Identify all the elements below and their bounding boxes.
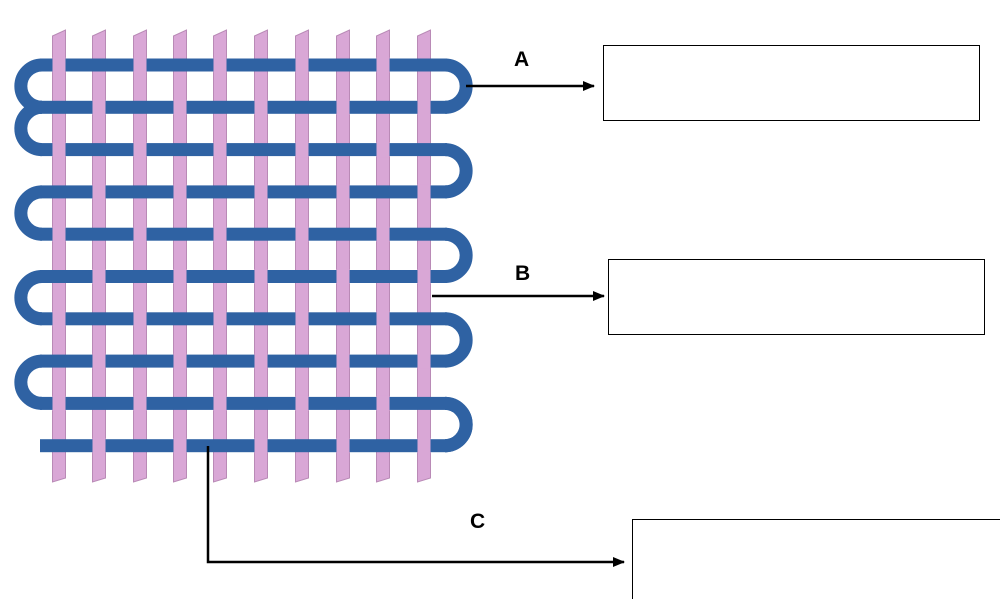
weft-loop-group <box>14 58 473 453</box>
warp-thread <box>295 29 309 483</box>
warp-over-crossing <box>173 99 187 115</box>
warp-over-crossing <box>133 142 147 158</box>
warp-over-crossing <box>254 353 268 369</box>
warp-thread <box>213 29 227 483</box>
warp-over-crossing <box>254 99 268 115</box>
warp-over-crossing <box>92 184 106 200</box>
warp-over-crossing <box>295 395 309 411</box>
warp-over-crossing <box>52 142 66 158</box>
warp-thread-group <box>52 29 431 483</box>
warp-over-crossing <box>336 438 350 454</box>
weft-turn-loop <box>444 58 473 114</box>
warp-over-crossing <box>376 57 390 73</box>
warp-over-crossing <box>133 311 147 327</box>
warp-over-crossing <box>213 142 227 158</box>
weft-turn-loop <box>14 58 43 114</box>
warp-over-crossing <box>213 226 227 242</box>
warp-over-crossing <box>417 99 431 115</box>
warp-over-crossing <box>336 184 350 200</box>
weft-turn-loop <box>444 396 473 453</box>
warp-over-crossing <box>173 269 187 284</box>
warp-over-crossing <box>336 269 350 284</box>
warp-over-crossing <box>92 438 106 454</box>
warp-over-crossing <box>336 99 350 115</box>
label-b: B <box>515 262 531 285</box>
weft-turn-loop <box>14 100 43 157</box>
weft-turn-loop <box>444 312 473 368</box>
warp-over-crossing <box>295 142 309 158</box>
warp-over-crossing <box>254 184 268 200</box>
warp-over-crossing <box>92 99 106 115</box>
warp-thread <box>336 29 350 483</box>
warp-over-crossing <box>133 226 147 242</box>
warp-over-crossing <box>295 226 309 242</box>
weft-turn-loop <box>444 227 473 283</box>
warp-thread <box>92 29 106 483</box>
pointer-c-arrow <box>206 446 625 567</box>
warp-over-crossing <box>52 395 66 411</box>
answer-box-b[interactable] <box>608 259 985 335</box>
weft-turn-loop <box>14 354 43 410</box>
warp-thread <box>173 29 187 483</box>
warp-over-crossing <box>376 311 390 327</box>
warp-over-crossing <box>417 438 431 454</box>
warp-thread <box>254 29 268 483</box>
warp-over-crossing <box>376 226 390 242</box>
warp-over-crossing <box>213 311 227 327</box>
weft-turn-loop <box>444 143 473 199</box>
warp-over-crossing <box>295 311 309 327</box>
warp-over-crossing <box>336 353 350 369</box>
warp-over-crossing <box>52 311 66 327</box>
weft-turn-loop <box>14 185 43 241</box>
warp-over-crossing <box>133 57 147 73</box>
warp-crossing-group <box>52 57 431 454</box>
warp-over-crossing <box>173 353 187 369</box>
woven-fabric-swatch <box>14 29 473 483</box>
label-a: A <box>514 48 530 71</box>
warp-over-crossing <box>173 184 187 200</box>
warp-thread <box>133 29 147 483</box>
warp-over-crossing <box>254 438 268 454</box>
warp-over-crossing <box>213 395 227 411</box>
warp-thread <box>376 29 390 483</box>
label-c: C <box>470 510 486 533</box>
warp-over-crossing <box>376 395 390 411</box>
warp-over-crossing <box>295 57 309 73</box>
warp-thread <box>52 29 66 483</box>
warp-over-crossing <box>376 142 390 158</box>
warp-over-crossing <box>254 269 268 284</box>
warp-over-crossing <box>92 353 106 369</box>
warp-over-crossing <box>173 438 187 454</box>
warp-over-crossing <box>52 57 66 73</box>
warp-thread <box>417 29 431 483</box>
warp-over-crossing <box>417 353 431 369</box>
warp-over-crossing <box>52 226 66 242</box>
warp-over-crossing <box>417 269 431 284</box>
answer-box-a[interactable] <box>603 45 980 121</box>
answer-box-c[interactable] <box>632 519 1000 599</box>
warp-over-crossing <box>417 184 431 200</box>
warp-over-crossing <box>133 395 147 411</box>
weft-turn-loop <box>14 270 43 326</box>
warp-over-crossing <box>213 57 227 73</box>
warp-over-crossing <box>92 269 106 284</box>
